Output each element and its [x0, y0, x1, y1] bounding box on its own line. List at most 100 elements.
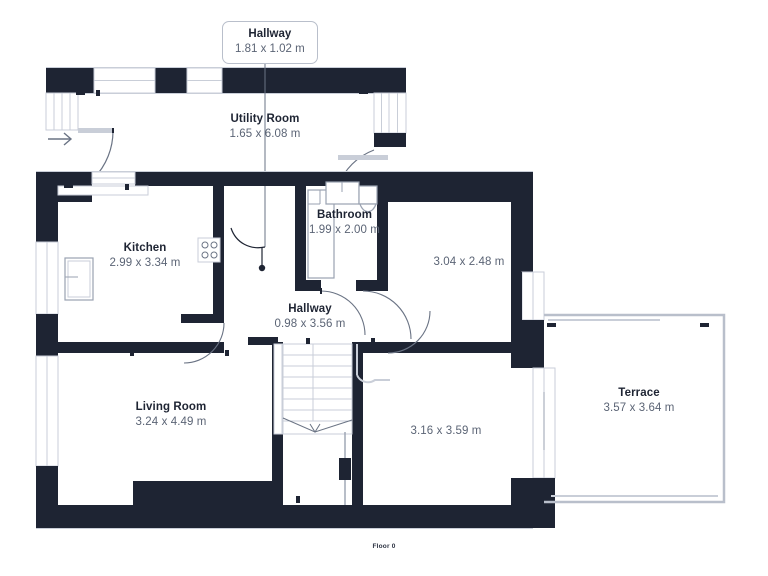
wall-bottom-thick-mid — [133, 481, 283, 507]
wall-main-top-bath — [295, 172, 388, 186]
dimension-ticks — [64, 90, 709, 504]
tick — [700, 323, 709, 327]
window-left-living — [35, 355, 59, 467]
door-swing-bedroom-lower — [387, 310, 431, 354]
room-label-kitchen: Kitchen 2.99 x 3.34 m — [80, 241, 210, 270]
terrace-outline — [544, 313, 726, 504]
window-right-upper — [521, 271, 545, 321]
wall-utility-right — [373, 92, 407, 134]
room-dimensions: 0.98 x 3.56 m — [274, 317, 346, 330]
wall-utility-right-foot — [374, 133, 406, 147]
partition-hall-right — [352, 342, 363, 505]
kitchen-hob-icon — [197, 237, 221, 263]
partition-bathroom-bottom-right — [356, 280, 388, 291]
bathroom-fixtures — [307, 181, 378, 279]
room-dimensions: 2.99 x 3.34 m — [109, 256, 181, 269]
tick — [403, 184, 407, 190]
tick — [130, 350, 134, 356]
utility-block — [44, 64, 407, 272]
kitchen-fixtures — [57, 185, 221, 301]
partition-bathroom-right — [377, 186, 388, 291]
stair-balustrade — [339, 432, 351, 505]
tick — [125, 184, 129, 190]
room-name: Terrace — [618, 387, 660, 399]
kitchen-counter — [57, 185, 149, 196]
toilet-icon — [358, 185, 378, 213]
stair-left-edge — [273, 343, 283, 435]
kitchen-sink-icon — [64, 257, 94, 301]
room-dimensions: 1.99 x 2.00 m — [309, 223, 380, 236]
tick — [64, 184, 73, 188]
door-swing-bedroom-upper — [362, 290, 412, 340]
window-top-left — [93, 67, 156, 94]
room-label-bedroom-upper-right: 3.04 x 2.48 m — [404, 255, 534, 270]
room-dimensions: 3.16 x 3.59 m — [410, 425, 482, 437]
partition-hall-top-left — [181, 314, 224, 323]
stair-direction-arrow — [282, 417, 353, 433]
room-dimensions: 3.24 x 4.49 m — [135, 415, 207, 428]
tick — [76, 91, 85, 95]
tick — [359, 90, 368, 94]
room-label-bedroom-lower-right: 3.16 x 3.59 m — [381, 424, 511, 439]
wall-top-mid-segment — [155, 68, 187, 93]
room-label-terrace: Terrace 3.57 x 3.64 m — [569, 386, 709, 415]
wall-main-top-mid — [135, 172, 295, 186]
room-name: Bathroom — [316, 209, 373, 221]
wall-bottom — [36, 505, 533, 528]
room-dimensions: 3.04 x 2.48 m — [433, 256, 505, 268]
room-label-hallway-central: Hallway 0.98 x 3.56 m — [245, 302, 375, 331]
room-name: Kitchen — [123, 242, 167, 254]
wall-main-top-right — [388, 172, 533, 202]
room-label-bathroom: Bathroom 1.99 x 2.00 m — [282, 208, 407, 237]
room-dimensions: 1.81 x 1.02 m — [235, 42, 305, 55]
door-swings — [183, 288, 431, 364]
wall-right-inner-stub — [511, 272, 522, 320]
room-name: Hallway — [288, 303, 332, 315]
floor-caption: Floor 0 — [372, 543, 396, 550]
wall-top-left-segment — [46, 68, 94, 93]
wall-right-upper — [511, 172, 533, 272]
tick — [96, 90, 100, 96]
wall-right-mid — [511, 320, 544, 368]
wall-utility-left — [45, 92, 79, 131]
partition-hall-top-stub — [248, 337, 278, 345]
tick — [547, 492, 551, 499]
bathroom-sink-icon — [325, 181, 360, 205]
main-body-walls — [35, 171, 556, 529]
partition-bathroom-bottom-left — [295, 280, 321, 291]
wall-utility-left-foot — [78, 128, 113, 133]
partition-kitchen-bottom — [58, 342, 224, 353]
room-callout-hallway-upper: Hallway 1.81 x 1.02 m — [222, 21, 318, 64]
tick — [296, 496, 300, 503]
wall-left-upper — [36, 172, 58, 242]
window-main-top-left — [91, 171, 136, 185]
tick — [547, 323, 556, 327]
room-label-living-room: Living Room 3.24 x 4.49 m — [101, 400, 241, 429]
tick — [225, 350, 229, 356]
window-left-kitchen — [35, 241, 59, 315]
room-dimensions: 1.65 x 6.08 m — [229, 127, 301, 140]
door-swing-kitchen — [183, 322, 225, 364]
door-swing-bathroom — [320, 290, 366, 336]
tick — [493, 186, 502, 190]
tick — [371, 338, 375, 344]
partition-right-rooms — [363, 342, 511, 353]
room-name: Utility Room — [230, 113, 300, 125]
stair-body — [282, 343, 353, 435]
room-dimensions: 3.57 x 3.64 m — [603, 401, 675, 414]
window-top-mid — [186, 67, 223, 94]
partition-bathroom-left — [295, 186, 306, 291]
door-threshold-utility-right — [338, 155, 388, 160]
wall-top-right-segment — [222, 68, 406, 93]
tick — [520, 497, 524, 504]
stair-handrail — [356, 344, 390, 384]
staircase — [273, 343, 390, 505]
entrance-arrow — [48, 132, 73, 146]
wall-left-mid — [36, 314, 58, 356]
bathtub-icon — [307, 189, 335, 279]
room-label-utility-room: Utility Room 1.65 x 6.08 m — [185, 112, 345, 141]
terrace-boundary — [544, 313, 726, 504]
leader-curve-utility — [230, 227, 266, 249]
